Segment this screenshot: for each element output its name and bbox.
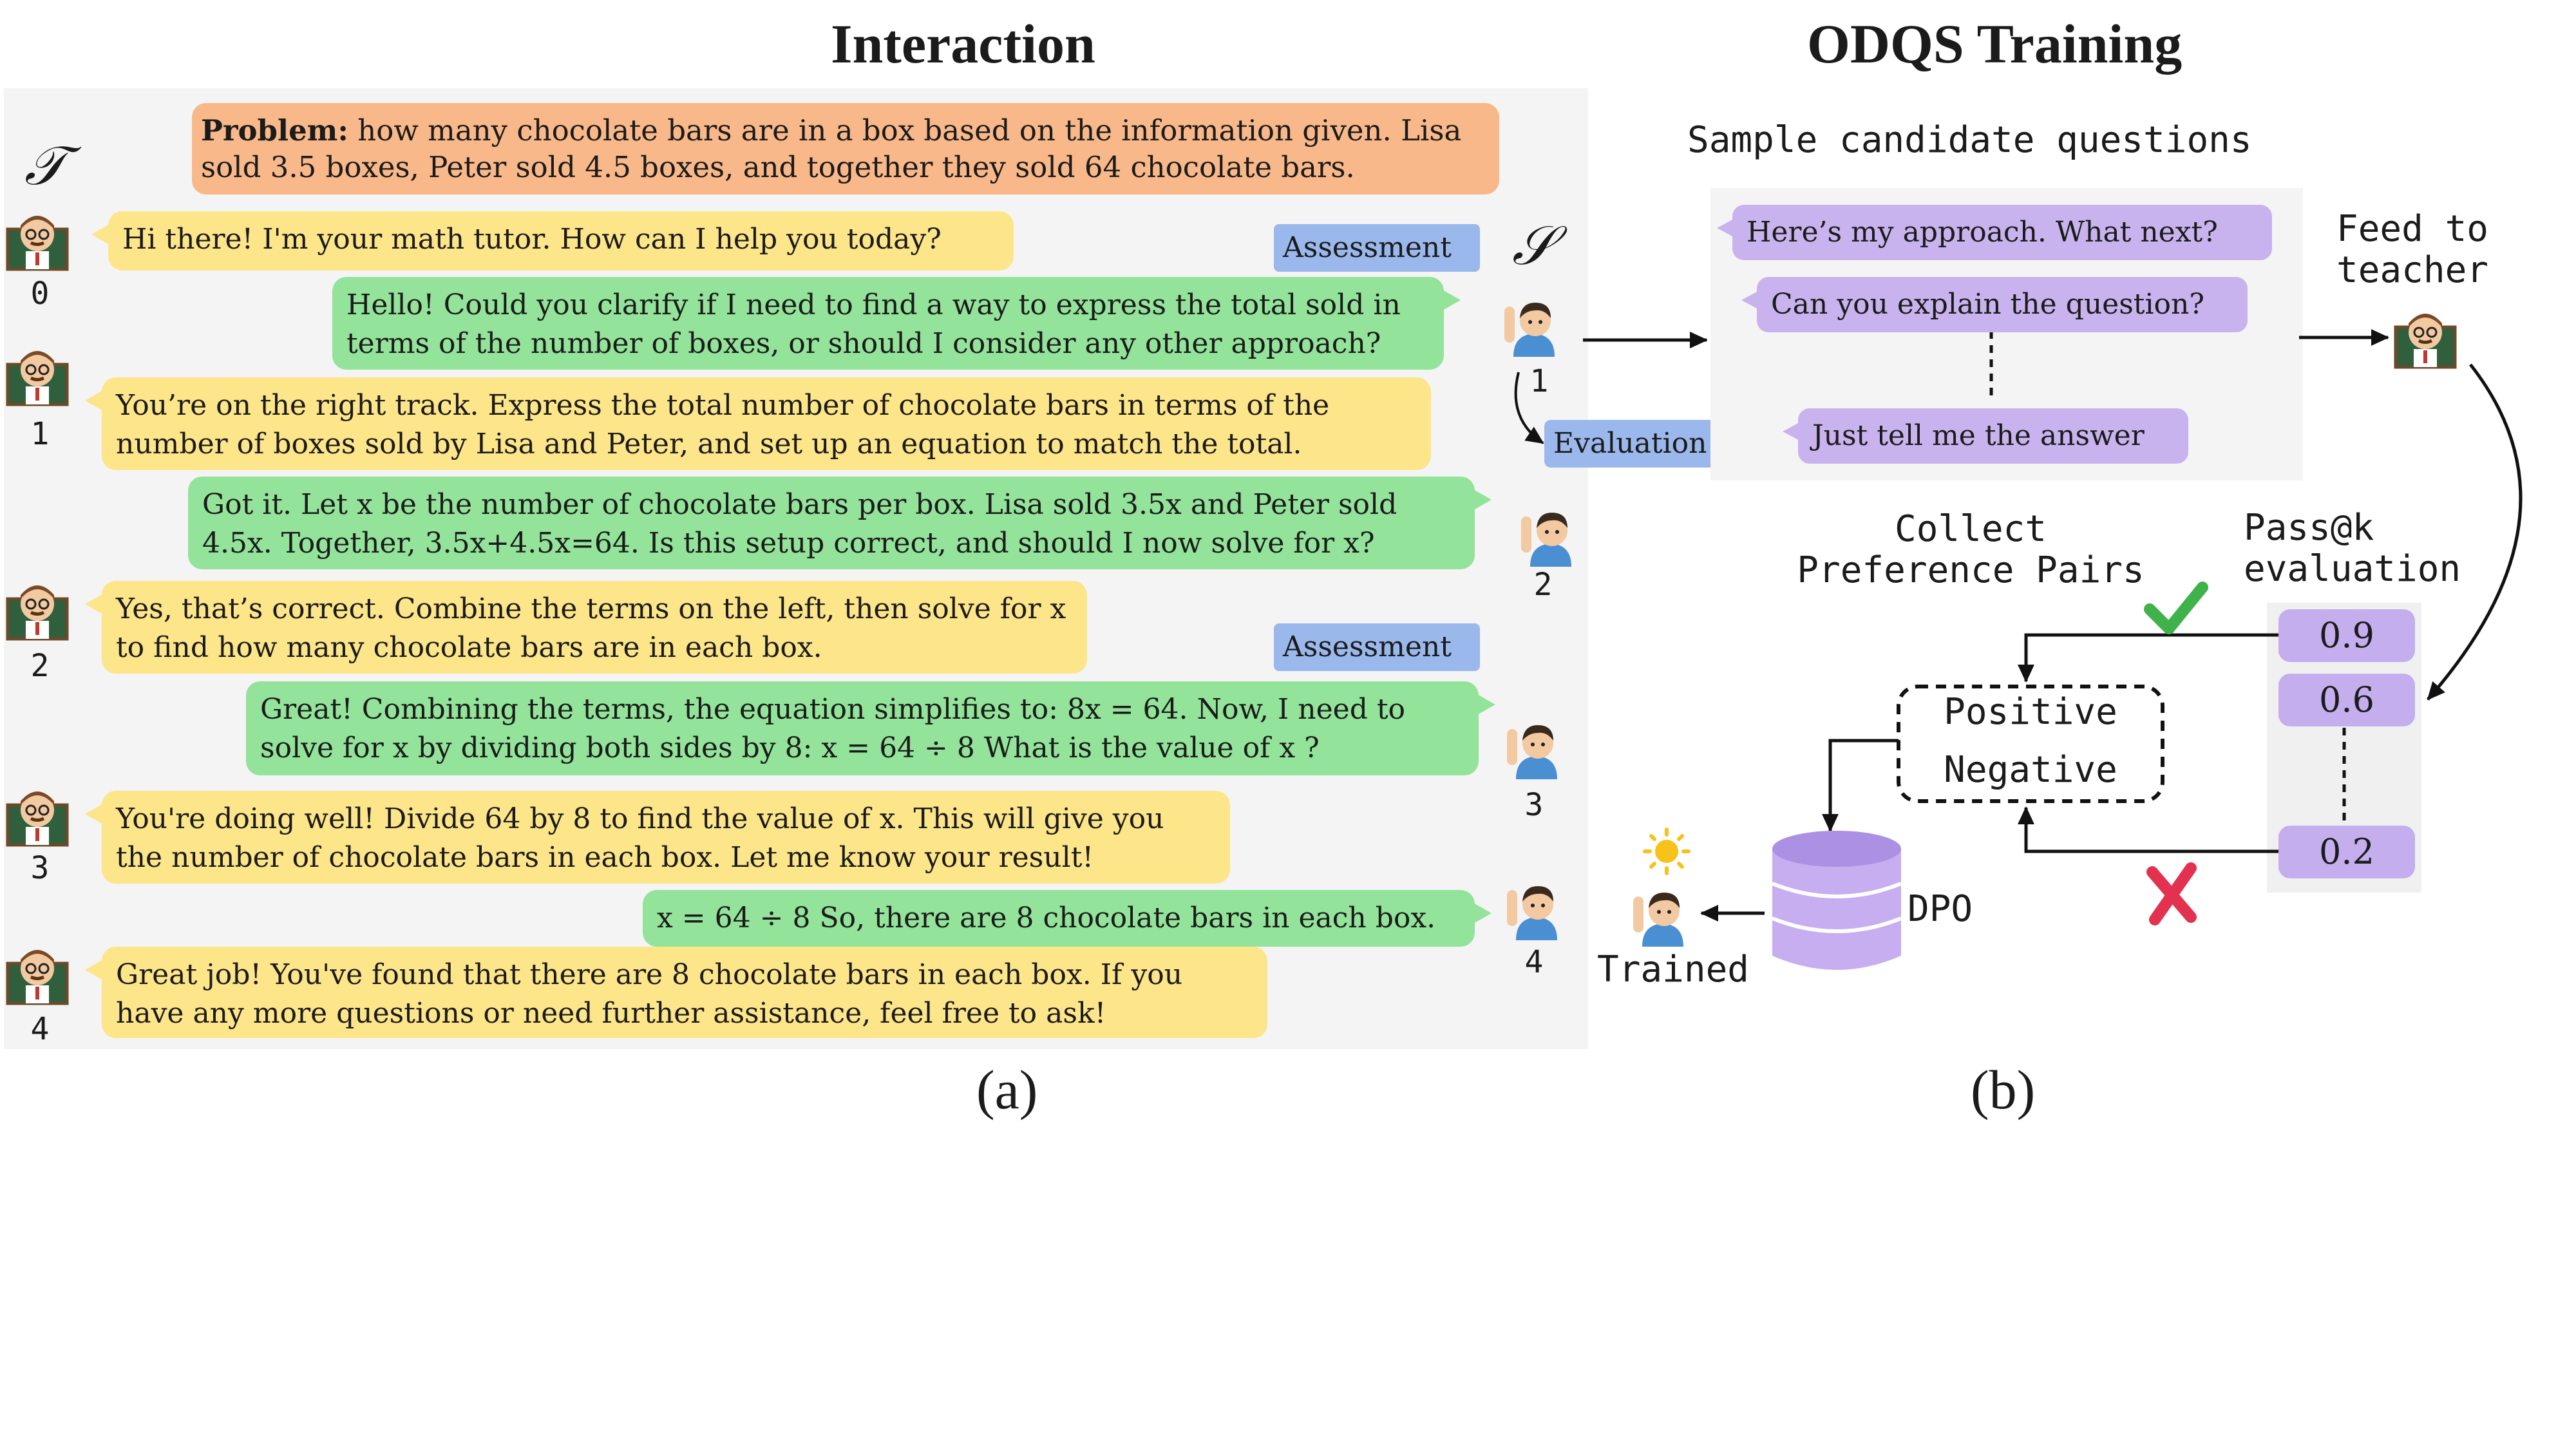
trained-label: Trained	[1597, 949, 1750, 990]
candidate-question-1: Here’s my approach. What next?	[1717, 205, 2272, 260]
feed-to-teacher-label: Feed to teacher	[2336, 208, 2489, 291]
problem-text: how many chocolate bars are in a box bas…	[201, 113, 1462, 184]
passk-label: Pass@k evaluation	[2244, 507, 2461, 590]
student-index-3: 3	[1524, 787, 1544, 823]
student-index-4: 4	[1524, 944, 1544, 980]
caption-a: (a)	[976, 1059, 1038, 1121]
sun-icon	[1643, 828, 1690, 875]
dpo-label: DPO	[1908, 888, 1973, 930]
student-index-2: 2	[1533, 567, 1553, 603]
teacher-avatar-icon	[8, 950, 67, 1003]
teacher-message-3: You're doing well! Divide 64 by 8 to fin…	[85, 791, 1230, 884]
student-message-3: Great! Combining the terms, the equation…	[246, 681, 1495, 775]
candidate-question-3: Just tell me the answer	[1783, 408, 2188, 464]
score-2: 0.6	[2278, 674, 2415, 726]
problem-box: Problem: how many chocolate bars are in …	[192, 103, 1499, 194]
teacher-message-2: Yes, that’s correct. Combine the terms o…	[85, 581, 1087, 674]
teacher-index-0: 0	[30, 276, 50, 312]
positive-label: Positive	[1944, 691, 2117, 733]
student-avatar-icon	[1504, 303, 1555, 357]
teacher-avatar-icon	[8, 351, 67, 404]
score-1: 0.9	[2278, 609, 2415, 662]
assessment-tag-1: Assessment	[1274, 224, 1480, 272]
candidate-question-2: Can you explain the question?	[1741, 277, 2248, 332]
caption-b: (b)	[1971, 1059, 2036, 1121]
teacher-message-1: You’re on the right track. Express the t…	[85, 377, 1431, 470]
score-3: 0.2	[2278, 826, 2415, 878]
student-symbol: 𝒮	[1512, 214, 1555, 277]
sample-candidates-label: Sample candidate questions	[1687, 119, 2252, 161]
interaction-title: Interaction	[831, 13, 1095, 75]
teacher-symbol: 𝒯	[24, 134, 66, 197]
student-avatar-icon	[1507, 725, 1557, 779]
teacher-message-4: Great job! You've found that there are 8…	[85, 947, 1267, 1038]
student-avatar-icon	[1521, 513, 1571, 567]
student-message-4: x = 64 ÷ 8 So, there are 8 chocolate bar…	[643, 890, 1492, 947]
student-message-2: Got it. Let x be the number of chocolate…	[188, 477, 1492, 569]
student-avatar-icon	[1507, 886, 1557, 940]
teacher-index-3: 3	[30, 850, 50, 886]
teacher-index-1: 1	[30, 416, 50, 452]
student-message-1: Hello! Could you clarify if I need to fi…	[332, 277, 1461, 370]
problem-label: Problem:	[201, 113, 348, 147]
assessment-tag-2: Assessment	[1274, 623, 1480, 671]
check-icon	[2144, 582, 2208, 634]
student-avatar-icon	[1633, 893, 1683, 947]
teacher-message-0: Hi there! I'm your math tutor. How can I…	[91, 211, 1014, 270]
teacher-avatar-icon	[8, 791, 67, 845]
student-index-1: 1	[1530, 363, 1549, 399]
teacher-avatar-icon	[8, 216, 67, 269]
odqs-training-title: ODQS Training	[1807, 13, 2183, 75]
cross-icon	[2146, 862, 2197, 925]
teacher-avatar-icon	[8, 585, 67, 639]
teacher-index-2: 2	[30, 648, 50, 684]
collect-preference-label: Collect Preference Pairs	[1797, 508, 2145, 591]
evaluation-tag: Evaluation	[1544, 420, 1730, 468]
teacher-avatar-icon	[2396, 314, 2455, 367]
teacher-index-4: 4	[30, 1011, 50, 1047]
database-icon	[1771, 831, 1902, 970]
negative-label: Negative	[1944, 749, 2117, 791]
